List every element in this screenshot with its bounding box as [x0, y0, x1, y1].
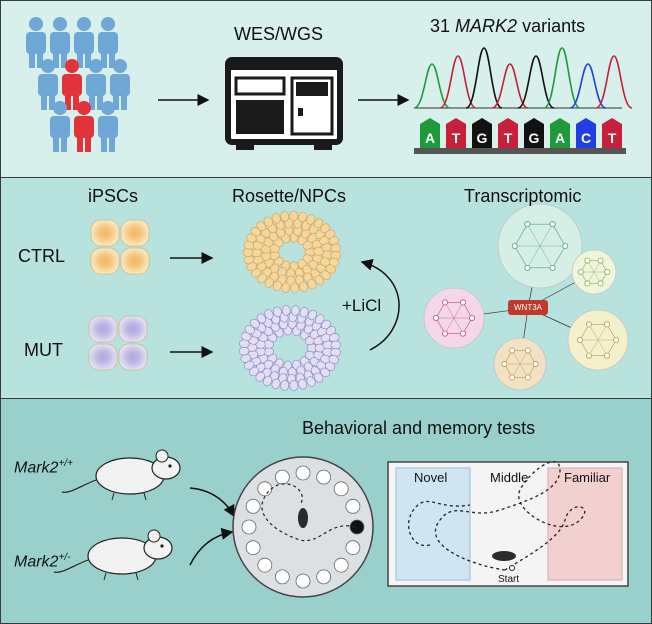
person-icon — [86, 59, 106, 110]
maze-hole — [257, 481, 273, 497]
ctrl-ipsc-cells — [90, 219, 150, 275]
svg-text:G: G — [529, 130, 540, 146]
person-icon — [98, 101, 118, 152]
maze-hole — [274, 569, 290, 585]
person-icon — [50, 101, 70, 152]
zone-novel: Novel — [414, 470, 448, 485]
sequencer-icon — [225, 57, 343, 150]
base-tile: G — [524, 118, 544, 148]
mut-rosette — [238, 305, 342, 391]
svg-text:A: A — [555, 130, 565, 146]
licl-rescue-arrow — [360, 258, 400, 351]
rosette-label: Rosette/NPCs — [232, 186, 347, 206]
start-label: Start — [498, 574, 520, 585]
person-icon — [74, 17, 94, 68]
mouse-icons — [53, 449, 181, 581]
ctrl-rosette — [242, 210, 342, 294]
cell-icon — [88, 315, 118, 343]
base-tile: T — [446, 118, 466, 148]
licl-label: +LiCl — [342, 296, 382, 315]
person-icon — [110, 59, 130, 110]
svg-text:T: T — [452, 130, 461, 146]
cell-icon — [90, 247, 120, 275]
arrow-het-to-maze — [189, 527, 234, 566]
cell-icon — [88, 343, 118, 371]
svg-text:C: C — [581, 130, 591, 146]
base-tile: T — [498, 118, 518, 148]
svg-text:G: G — [477, 130, 488, 146]
mouse-het-label: Mark2+/- — [14, 552, 71, 571]
ctrl-label: CTRL — [18, 246, 66, 266]
zone-familiar: Familiar — [564, 470, 611, 485]
person-icon — [98, 17, 118, 68]
cell-icon — [118, 343, 148, 371]
svg-text:T: T — [608, 130, 617, 146]
behavior-title: Behavioral and memory tests — [302, 418, 536, 438]
mouse-icon — [61, 449, 181, 501]
base-tile: T — [602, 118, 622, 148]
cell-icon — [120, 247, 150, 275]
person-icon — [74, 101, 94, 152]
chromatogram-trace — [413, 47, 633, 109]
svg-text:T: T — [504, 130, 513, 146]
sequencing-label: WES/WGS — [234, 24, 323, 44]
object-recognition-arena — [387, 461, 629, 587]
maze-hole — [241, 519, 257, 535]
person-icon — [38, 59, 58, 110]
maze-hole — [295, 573, 311, 589]
hub-gene-label: WNT3A — [508, 300, 548, 315]
mouse-wt-label: Mark2+/+ — [14, 458, 73, 477]
base-tile: A — [550, 118, 570, 148]
maze-hole — [345, 540, 361, 556]
maze-hole — [316, 569, 332, 585]
barnes-maze — [232, 456, 374, 598]
maze-hole — [257, 557, 273, 573]
base-tile: A — [420, 118, 440, 148]
maze-hole — [245, 540, 261, 556]
mouse-icon — [53, 529, 173, 581]
ipsc-label: iPSCs — [88, 186, 139, 206]
maze-hole — [333, 481, 349, 497]
cell-icon — [120, 219, 150, 247]
transcriptomic-label: Transcriptomic — [464, 186, 582, 206]
variants-label: 31 MARK2 variants — [430, 16, 586, 36]
mut-ipsc-cells — [88, 315, 148, 371]
maze-hole — [316, 469, 332, 485]
person-icon — [62, 59, 82, 110]
maze-hole — [295, 465, 311, 481]
mut-label: MUT — [24, 340, 63, 360]
target-hole — [349, 519, 365, 535]
transcriptomic-network — [423, 203, 629, 391]
maze-hole — [345, 498, 361, 514]
base-tile: G — [472, 118, 492, 148]
cell-icon — [118, 315, 148, 343]
maze-hole — [274, 469, 290, 485]
sequence-baseline — [414, 148, 626, 154]
person-icon — [26, 17, 46, 68]
cell-icon — [90, 219, 120, 247]
maze-hole — [333, 557, 349, 573]
arrow-wt-to-maze — [189, 487, 235, 518]
svg-text:A: A — [425, 130, 435, 146]
person-icon — [50, 17, 70, 68]
maze-hole — [245, 498, 261, 514]
zone-middle: Middle — [490, 470, 529, 485]
family-pedigree-icon — [26, 17, 130, 152]
base-tile: C — [576, 118, 596, 148]
